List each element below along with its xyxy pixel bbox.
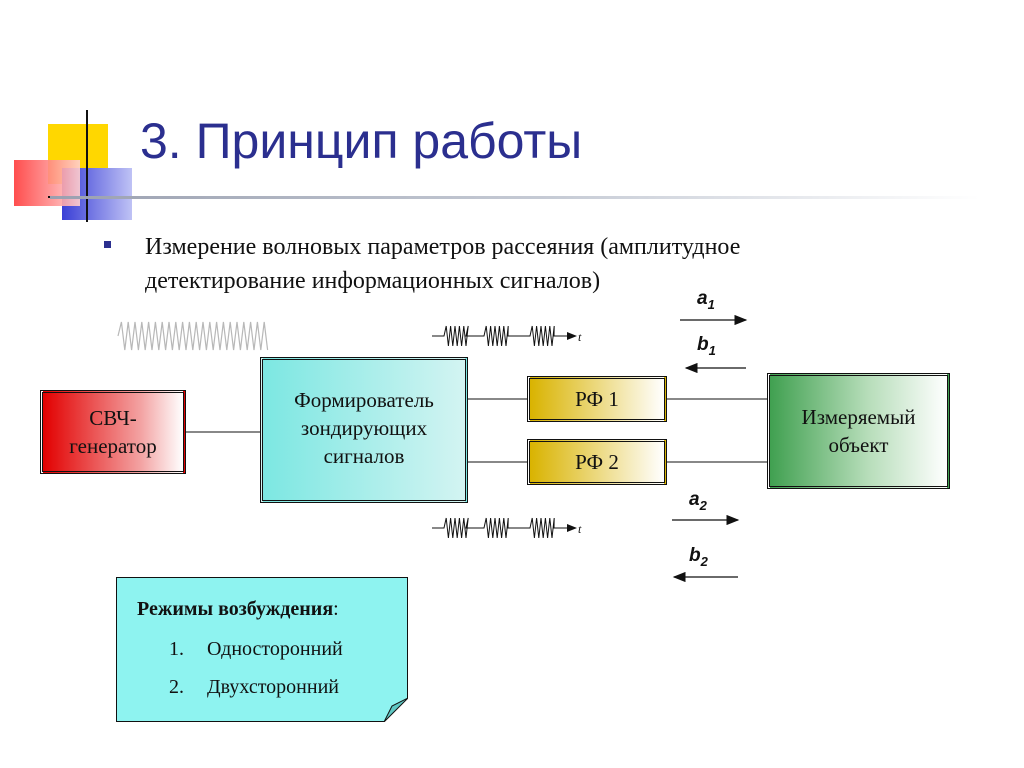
mode-item: 1.Односторонний [169,638,343,660]
generator-label: СВЧ-генератор [69,406,157,458]
excitation-modes-note: Режимы возбуждения: 1.Односторонний 2.Дв… [116,577,408,722]
wave-label-b1: b1 [697,334,716,358]
bullet-square-icon [104,241,111,248]
object-label: Измеряемый объект [801,405,916,457]
microwave-generator-block: СВЧ-генератор [40,390,186,474]
folded-corner-icon [384,698,408,722]
page-title: 3. Принцип работы [140,113,583,169]
title-divider [50,196,980,199]
rf1-block: РФ 1 [527,376,667,422]
measured-object-block: Измеряемый объект [767,373,950,489]
time-axis-label-bottom: t [578,522,582,536]
bullet-text: Измерение волновых параметров рассеяния … [145,234,741,294]
mode-item: 2.Двухсторонний [169,676,339,698]
time-axis-label-top: t [578,330,582,344]
pulse-train-bottom [432,517,577,539]
pulse-train-top [432,325,577,347]
rf1-label: РФ 1 [575,387,619,411]
shaper-label: Формирователь зондирующих сигналов [294,388,434,468]
rf2-block: РФ 2 [527,439,667,485]
rf2-label: РФ 2 [575,450,619,474]
carrier-wave [117,321,269,351]
wave-label-a1: a1 [697,288,715,312]
signal-shaper-block: Формирователь зондирующих сигналов [260,357,468,503]
wave-label-b2: b2 [689,545,708,569]
decor-vertical-line [86,110,88,222]
modes-heading: Режимы возбуждения: [137,598,339,620]
wave-label-a2: a2 [689,489,707,513]
